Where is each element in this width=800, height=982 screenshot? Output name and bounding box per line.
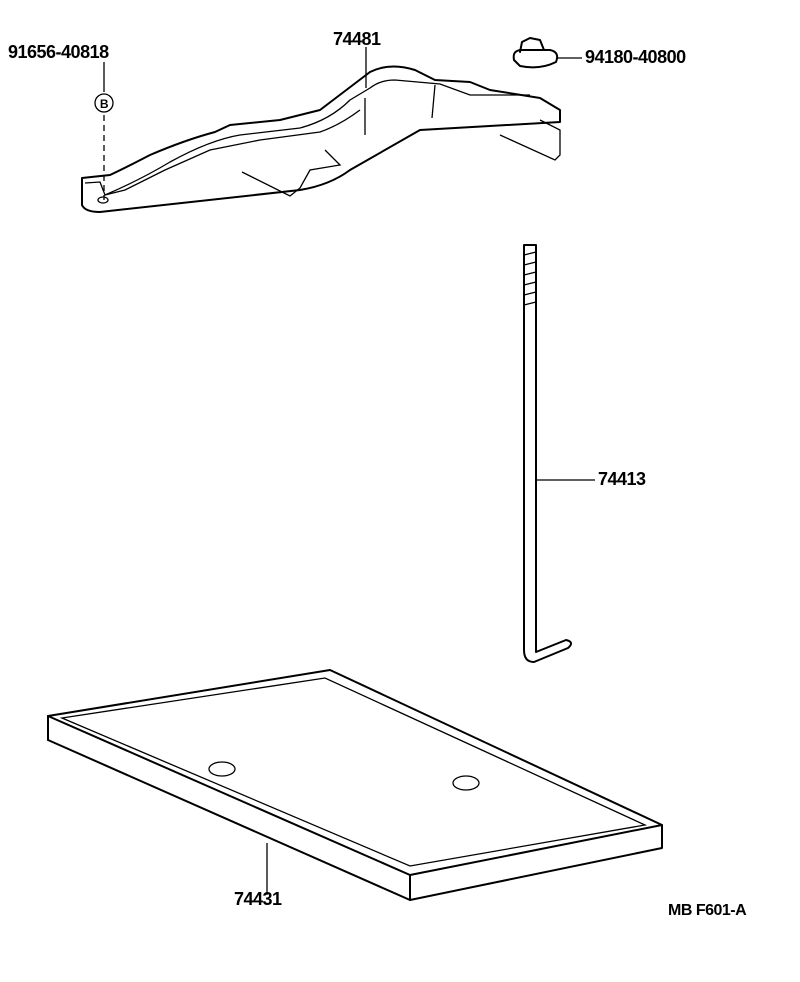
nut-icon [512, 37, 559, 69]
battery-clamp-74481 [81, 65, 561, 213]
part-label-74481: 74481 [333, 29, 381, 49]
part-label-74413: 74413 [598, 469, 646, 489]
part-label-74431: 74431 [234, 889, 282, 909]
reference-code: MB F601-A [668, 902, 747, 919]
part-label-91656-40818: 91656-40818 [8, 42, 109, 62]
part-label-94180-40800: 94180-40800 [585, 47, 686, 67]
callout-symbol-circle [94, 93, 114, 113]
hold-down-rod-74413 [523, 244, 572, 663]
callout-symbol-b: B [100, 97, 109, 111]
battery-tray-74431 [47, 669, 663, 901]
